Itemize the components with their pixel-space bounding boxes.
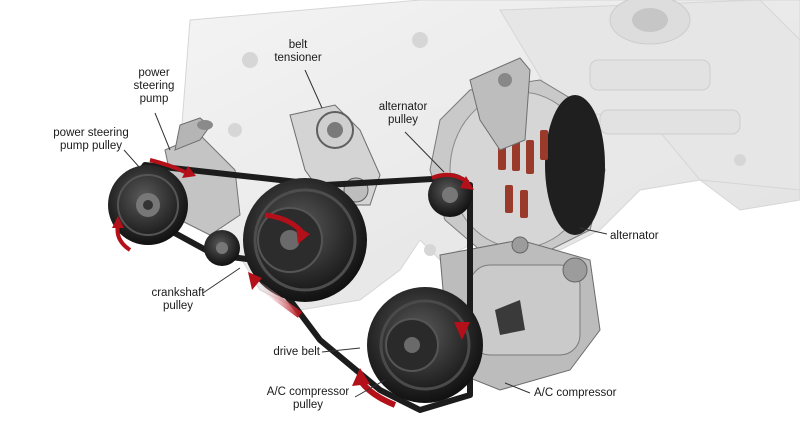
arrow-vertical-head: [454, 322, 470, 340]
label-drive-belt: drive belt: [273, 346, 320, 358]
leader-ac-compressor: [504, 382, 531, 394]
label-crankshaft-pulley: crankshaft pulley: [151, 287, 205, 312]
label-power-steering-pump-pulley: power steering pump pulley: [53, 127, 129, 152]
arrow-ac-head: [352, 368, 370, 386]
idler-pulley-illustration: [204, 230, 240, 266]
label-power-steering-pump: power steering pump: [133, 67, 175, 105]
arrow-ps-top: [149, 158, 186, 174]
leader-ac-pulley: [354, 379, 386, 398]
arrow-crank-bottom: [252, 279, 303, 318]
arrow-ps-left-head: [112, 216, 124, 228]
power-steering-pulley-illustration: [108, 165, 188, 245]
alternator-pulley-illustration: [428, 173, 472, 217]
label-alternator-pulley: alternator pulley: [378, 101, 428, 126]
leader-drive-belt: [321, 347, 361, 353]
leader-alternator-pulley: [404, 131, 445, 173]
crankshaft-pulley-illustration: [243, 178, 367, 302]
label-alternator: alternator: [610, 230, 659, 242]
belt-direction-arrows: [112, 158, 474, 408]
arrow-crank-bottom-head: [248, 272, 262, 290]
ac-compressor-pulley-illustration: [367, 287, 483, 403]
leader-crankshaft-pulley: [202, 267, 241, 294]
arrow-ps-top-head: [182, 166, 196, 178]
leader-power-steering-pulley: [123, 149, 141, 169]
label-ac-compressor: A/C compressor: [534, 387, 617, 399]
arrow-crank-top-head: [296, 226, 310, 244]
leader-belt-tensioner: [304, 69, 323, 109]
leader-alternator: [579, 227, 608, 235]
leader-lines: [123, 69, 608, 398]
leader-power-steering-pump: [154, 112, 171, 151]
label-belt-tensioner: belt tensioner: [274, 39, 322, 64]
label-ac-compressor-pulley: A/C compressor pulley: [266, 386, 350, 411]
arrow-alt-head: [460, 176, 474, 190]
alternator-illustration: [429, 57, 606, 256]
